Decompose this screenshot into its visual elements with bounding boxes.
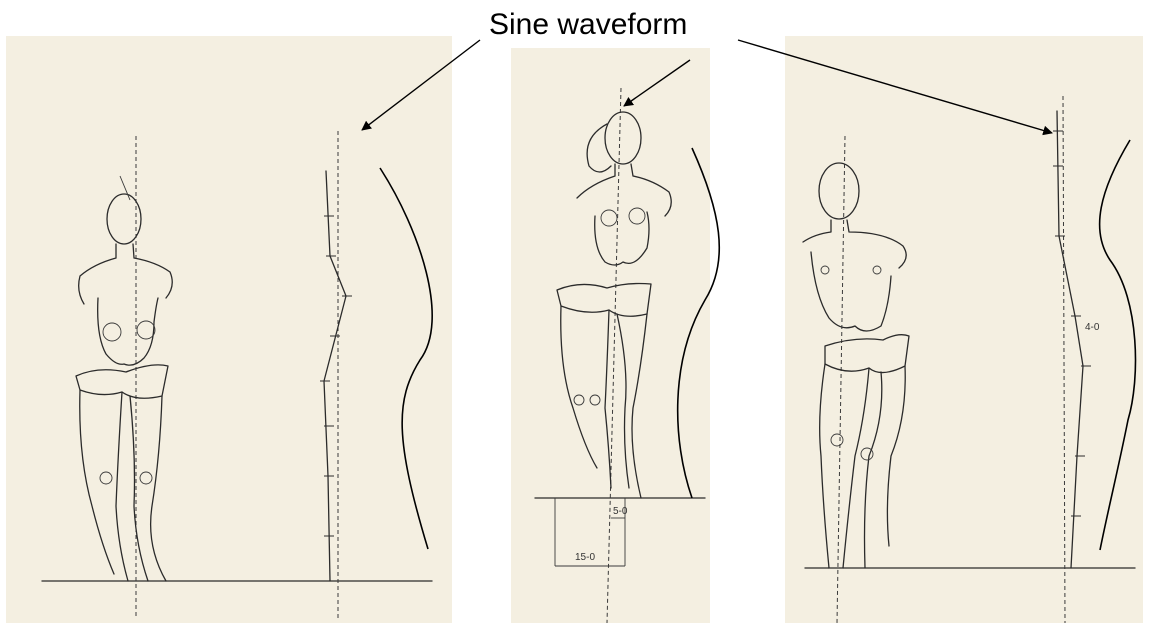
annotation-arrow-left [362, 40, 480, 130]
sine-curve-left [380, 168, 432, 549]
sine-curve-right [1100, 140, 1136, 550]
annotation-arrow-middle [624, 60, 690, 106]
annotation-label: Sine waveform [489, 10, 687, 40]
annotation-arrow-right [738, 40, 1052, 133]
sine-curve-middle [678, 148, 720, 498]
